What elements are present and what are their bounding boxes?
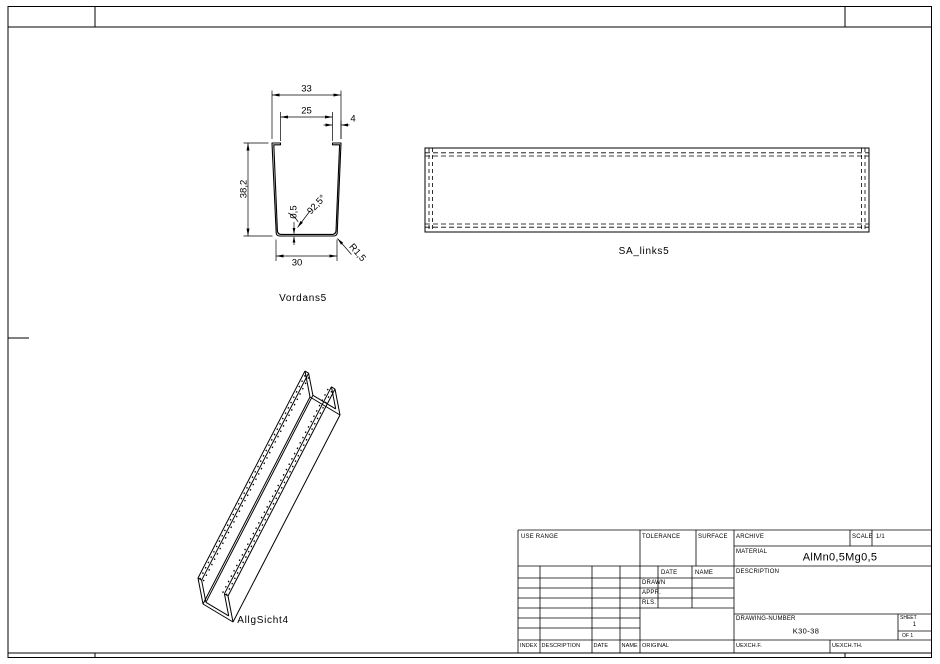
side-view-outline [424,147,870,233]
sheet-value: 1 [912,622,917,628]
material-value: AlMn0,5Mg0,5 [802,551,878,564]
uexchf-label: UEXCH.F. [736,642,762,649]
material-label: MATERIAL [736,549,768,555]
drawn-label: DRAWN [642,580,666,586]
drawing-number-label: DRAWING-NUMBER [736,616,796,622]
title-block-grid [517,529,932,653]
date-column-header: DATE [661,569,678,576]
rls-label: RLS. [642,600,657,606]
rev-date-label: DATE [593,642,609,649]
drawing-number-value: K30-38 [792,626,820,636]
rev-name-label: NAME [621,642,638,649]
dim-bottom-width-text: 30 [291,257,303,269]
name-column-header: NAME [695,569,714,576]
side-view-label: SA_links5 [618,246,670,257]
scale-label: SCALE [852,534,873,540]
use-range-label: USE RANGE [521,534,559,540]
original-label: ORIGINAL [642,642,670,649]
front-view-dimensions [243,90,352,261]
index-label: INDEX [520,642,538,649]
sheet-label: SHEET [900,614,917,621]
sheet-of-value: OF 1 [902,633,914,639]
appr-label: APPR. [642,590,662,596]
iso-view-label: AllgSicht4 [237,615,289,626]
dim-inner-width-text: 25 [301,105,312,117]
dim-top-width-text: 33 [301,83,312,95]
rev-description-label: DESCRIPTION [541,642,581,649]
iso-view-linework [197,370,341,623]
surface-label: SURFACE [698,534,728,540]
sheet-frame [7,6,932,658]
description-label: DESCRIPTION [736,568,780,575]
dim-height-text: 38,2 [237,179,249,199]
scale-value: 1/1 [876,534,885,540]
front-view-label: Vordans5 [279,292,327,304]
dim-thickness-text: 0,5 [287,205,299,219]
tolerance-label: TOLERANCE [642,534,681,540]
dim-lip-width-text: 4 [350,113,356,125]
side-view-linework [424,147,870,233]
archive-label: ARCHIVE [736,534,765,540]
uexchth-label: UEXCH.TH. [832,642,863,649]
front-view-profile [271,142,342,237]
channel-cross-section [271,142,342,237]
